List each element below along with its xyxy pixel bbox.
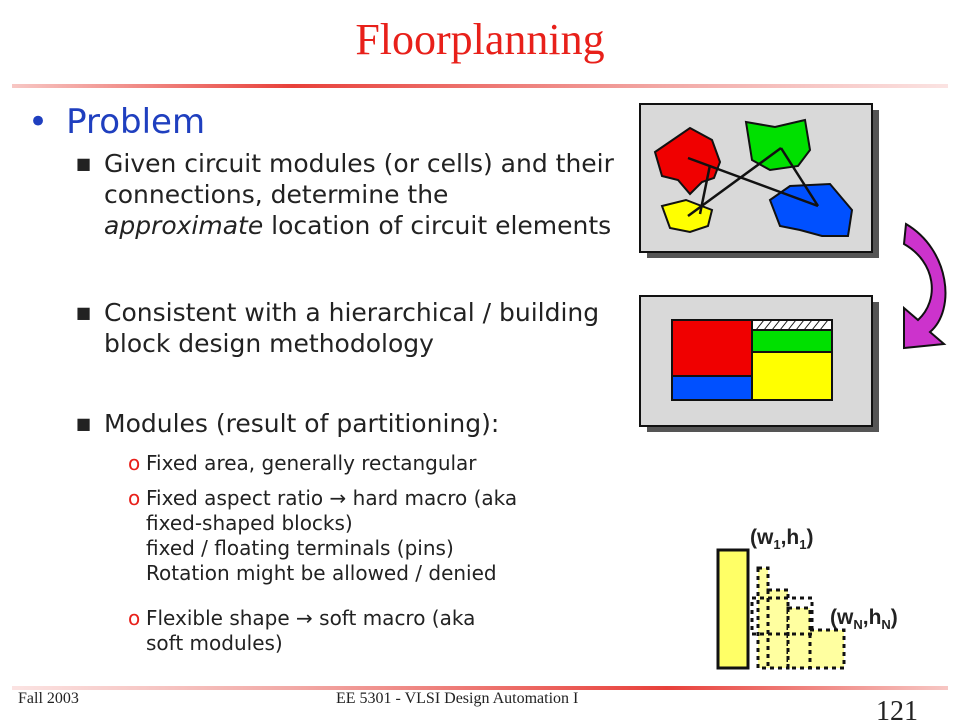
item-given-circuit-text: Given circuit modules (or cells) and the… [104, 148, 614, 241]
green-module [744, 118, 812, 172]
line: Rotation might be allowed / denied [146, 561, 497, 585]
connection-lines [687, 146, 820, 218]
label-sub: 1 [773, 537, 781, 553]
red-block [671, 319, 753, 377]
placed-floorplan-panel [639, 295, 879, 432]
line: hard macro (aka [346, 486, 518, 510]
subitem-marker: o [128, 486, 141, 510]
blue-block [671, 375, 753, 401]
green-block [751, 329, 833, 353]
line: fixed / floating terminals (pins) [146, 536, 454, 560]
slide-title: Floorplanning [355, 15, 605, 64]
line: Fixed aspect ratio [146, 486, 324, 510]
label-sub: 1 [799, 537, 807, 553]
subitem-marker: o [128, 451, 141, 475]
yellow-block [751, 351, 833, 401]
item-modules-text: Modules (result of partitioning): [104, 409, 500, 438]
item-given-circuit: ■ Given circuit modules (or cells) and t… [76, 148, 614, 241]
subitem-flexible-text: Flexible shape → soft macro (aka soft mo… [146, 606, 586, 656]
square-bullet-icon: ■ [76, 303, 92, 322]
square-bullet-icon: ■ [76, 154, 92, 173]
subitem-fixed-aspect: o Fixed aspect ratio → hard macro (aka f… [128, 486, 586, 586]
right-arrow-icon: → [329, 486, 347, 510]
item-consistent-text: Consistent with a hierarchical / buildin… [104, 298, 600, 358]
footer-left: Fall 2003 [18, 690, 79, 707]
bullet-problem: • Problem [28, 102, 205, 142]
right-arrow-icon: → [296, 606, 313, 630]
footer-center: EE 5301 - VLSI Design Automation I [336, 690, 579, 707]
bullet-problem-label: Problem [66, 102, 206, 142]
label-h: h [786, 526, 800, 549]
subitem-marker: o [128, 606, 141, 630]
page-number: 121 [876, 696, 918, 727]
subitem-fixed-area: o Fixed area, generally rectangular [128, 451, 586, 476]
subitem-flexible: o Flexible shape → soft macro (aka soft … [128, 606, 586, 656]
item-text: Given circuit modules (or cells) and the… [104, 149, 614, 209]
line: soft macro (aka [312, 606, 476, 630]
subitem-fixed-aspect-text: Fixed aspect ratio → hard macro (aka fix… [146, 486, 586, 586]
label-w: w [757, 526, 774, 549]
item-tail: location of circuit elements [263, 211, 612, 240]
item-emphasis: approximate [104, 211, 264, 240]
footer-line [12, 686, 948, 690]
subitem-fixed-area-text: Fixed area, generally rectangular [146, 451, 477, 475]
item-modules: ■ Modules (result of partitioning): [76, 408, 614, 439]
unplaced-modules-panel [639, 103, 879, 258]
label-sub: N [881, 617, 891, 633]
label-w1-h1: (w1,h1) [750, 526, 814, 553]
label-wn-hn: (wN,hN) [830, 606, 898, 633]
title-underline [12, 84, 948, 88]
label-sub: N [853, 617, 863, 633]
label-w: w [837, 606, 854, 629]
bullet-dot: • [28, 102, 49, 142]
line: soft modules) [146, 631, 283, 655]
label-h: h [868, 606, 882, 629]
soft-macro-shapes [716, 548, 846, 670]
item-consistent: ■ Consistent with a hierarchical / build… [76, 297, 614, 359]
line: Flexible shape [146, 606, 290, 630]
square-bullet-icon: ■ [76, 414, 92, 433]
line: fixed-shaped blocks) [146, 511, 353, 535]
curved-arrow-icon [902, 222, 947, 350]
